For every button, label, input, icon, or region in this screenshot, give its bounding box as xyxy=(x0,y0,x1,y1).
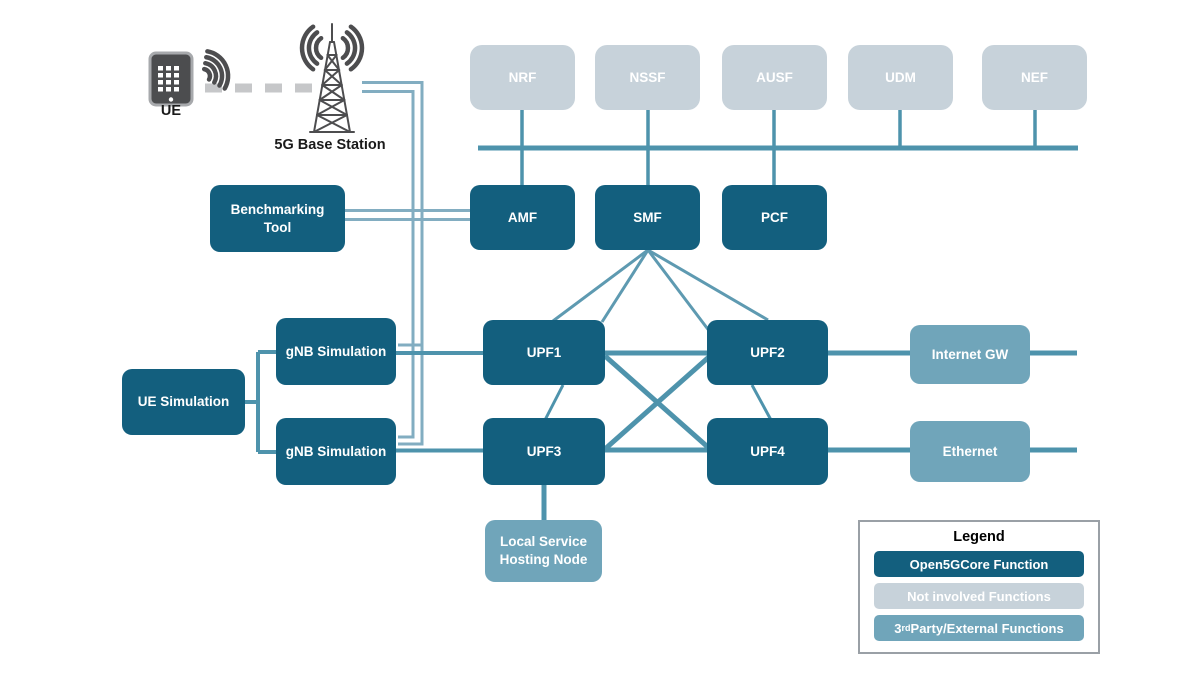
node-ue-simulation: UE Simulation xyxy=(122,369,245,435)
node-ue-simulation-label: UE Simulation xyxy=(137,394,230,410)
node-ethernet: Ethernet xyxy=(910,421,1030,482)
node-upf4-label: UPF4 xyxy=(750,443,785,459)
node-upf3: UPF3 xyxy=(483,418,605,485)
node-nrf-label: NRF xyxy=(508,69,537,85)
node-gnb-simulation-1-label: gNB Simulation xyxy=(285,343,387,359)
node-smf-label: SMF xyxy=(633,209,662,225)
legend-item-not-involved-label: Not involved Functions xyxy=(907,588,1051,604)
node-udm-label: UDM xyxy=(885,69,916,85)
node-upf4: UPF4 xyxy=(707,418,828,485)
node-upf1-label: UPF1 xyxy=(526,344,562,360)
benchmarking-double-line xyxy=(345,209,470,221)
legend: Legend Open5GCore Function Not involved … xyxy=(858,520,1100,654)
node-amf-label: AMF xyxy=(507,209,538,225)
node-nrf: NRF xyxy=(470,45,575,110)
node-nssf: NSSF xyxy=(595,45,700,110)
node-nef: NEF xyxy=(982,45,1087,110)
signal-waves-icon xyxy=(201,49,231,91)
ue-label: UE xyxy=(160,103,182,119)
smartphone-icon xyxy=(148,51,194,107)
legend-item-open5gcore-label: Open5GCore Function xyxy=(909,556,1049,572)
node-smf: SMF xyxy=(595,185,700,250)
node-benchmarking-tool: Benchmarking Tool xyxy=(210,185,345,252)
external-links xyxy=(541,350,1077,520)
node-amf: AMF xyxy=(470,185,575,250)
legend-item-not-involved: Not involved Functions xyxy=(874,583,1084,609)
radio-tower-icon xyxy=(299,23,365,133)
upf-mesh-links xyxy=(543,350,773,453)
node-ausf-label: AUSF xyxy=(756,69,793,85)
node-nef-label: NEF xyxy=(1021,69,1048,85)
node-upf1: UPF1 xyxy=(483,320,605,385)
legend-title: Legend xyxy=(953,529,1005,545)
node-upf3-label: UPF3 xyxy=(526,443,562,459)
simulation-links xyxy=(245,350,483,454)
node-internet-gw: Internet GW xyxy=(910,325,1030,384)
legend-item-third-party-prefix: 3 xyxy=(894,620,902,636)
smf-upf-links xyxy=(552,248,769,333)
base-station-double-line xyxy=(362,81,424,446)
node-benchmarking-tool-label: Benchmarking Tool xyxy=(230,201,325,235)
node-local-service-hosting-node: Local Service Hosting Node xyxy=(485,520,602,582)
node-ausf: AUSF xyxy=(722,45,827,110)
node-udm: UDM xyxy=(848,45,953,110)
base-station-label: 5G Base Station xyxy=(274,137,386,153)
node-nssf-label: NSSF xyxy=(629,69,666,85)
node-upf2: UPF2 xyxy=(707,320,828,385)
node-gnb-simulation-1: gNB Simulation xyxy=(276,318,396,385)
legend-item-third-party-suffix: Party/External Functions xyxy=(910,620,1064,636)
node-ethernet-label: Ethernet xyxy=(942,443,998,459)
node-internet-gw-label: Internet GW xyxy=(931,346,1009,362)
legend-item-open5gcore: Open5GCore Function xyxy=(874,551,1084,577)
node-pcf: PCF xyxy=(722,185,827,250)
node-upf2-label: UPF2 xyxy=(750,344,785,360)
service-bus xyxy=(478,110,1078,185)
node-pcf-label: PCF xyxy=(761,209,788,225)
node-local-service-hosting-node-label: Local Service Hosting Node xyxy=(499,534,588,567)
node-gnb-simulation-2-label: gNB Simulation xyxy=(285,443,387,459)
node-gnb-simulation-2: gNB Simulation xyxy=(276,418,396,485)
